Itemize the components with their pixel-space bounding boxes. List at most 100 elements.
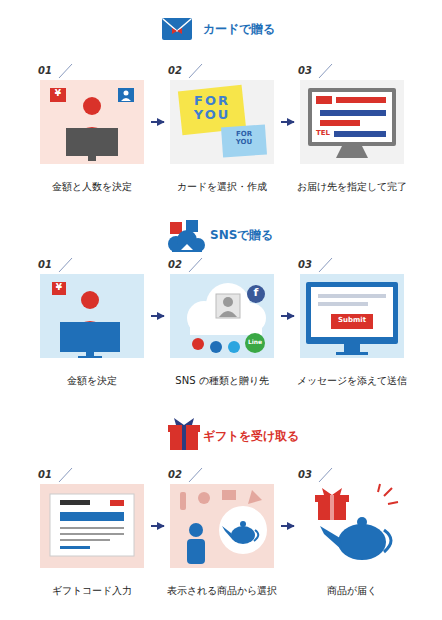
illustration-text: f xyxy=(250,287,262,299)
flow-arrow xyxy=(281,525,294,527)
art-shape xyxy=(240,521,246,527)
section-title: ギフトを受け取る xyxy=(203,430,299,443)
art-shape xyxy=(170,80,274,164)
step-box: 02カードを選択・作成 xyxy=(165,64,279,194)
art-shape xyxy=(40,274,144,358)
art-shape xyxy=(78,356,102,358)
step-caption: 金額を決定 xyxy=(35,374,149,388)
flow-arrow xyxy=(151,121,164,123)
art-shape xyxy=(311,287,393,337)
art-shape xyxy=(300,274,404,358)
art-shape xyxy=(221,125,267,158)
code-panel xyxy=(40,484,144,568)
art-shape xyxy=(50,494,134,556)
illustration-text: Line xyxy=(245,339,265,346)
art-shape xyxy=(182,425,186,450)
art-shape xyxy=(59,258,72,272)
step-caption: SNS の種類と贈り先 xyxy=(165,374,279,388)
step-number: 03 xyxy=(298,468,312,482)
step-box: 02SNS の種類と贈り先 xyxy=(165,258,279,388)
art-shape xyxy=(320,110,386,116)
art-shape xyxy=(60,322,120,352)
art-shape xyxy=(59,64,72,78)
step-box: 03 商品が届く xyxy=(295,468,409,598)
art-shape xyxy=(223,297,233,307)
art-shape xyxy=(222,490,236,500)
art-shape xyxy=(50,88,66,102)
art-shape xyxy=(318,294,386,298)
art-shape xyxy=(336,146,368,158)
art-shape xyxy=(172,28,182,34)
step-caption: ギフトコード入力 xyxy=(35,584,149,598)
step-box: 02 表示される商品から選択 xyxy=(165,468,279,598)
art-shape xyxy=(88,156,96,161)
envelope-icon xyxy=(162,18,192,40)
art-shape xyxy=(162,18,192,40)
art-shape xyxy=(60,533,124,535)
section-title: カードで贈る xyxy=(203,23,275,36)
art-shape xyxy=(331,314,373,329)
delivery-panel xyxy=(315,484,398,560)
art-shape xyxy=(40,80,144,164)
art-shape xyxy=(316,96,332,104)
gift-icon xyxy=(168,418,200,450)
step-caption: メッセージを添えて送信 xyxy=(295,374,409,388)
card-panel xyxy=(170,80,274,164)
flow-arrow xyxy=(151,315,164,317)
art-shape xyxy=(231,526,255,544)
step-caption: お届け先を指定して完了 xyxy=(295,180,409,194)
art-shape xyxy=(322,488,342,495)
illustration-text: Submit xyxy=(331,317,373,325)
art-shape xyxy=(60,539,110,541)
art-shape xyxy=(334,131,386,137)
art-shape xyxy=(336,352,368,355)
art-shape xyxy=(40,484,144,568)
flow-arrow xyxy=(151,525,164,527)
art-shape xyxy=(320,526,342,550)
step-caption: 商品が届く xyxy=(295,584,409,598)
art-shape xyxy=(247,285,265,303)
step-caption: 表示される商品から選択 xyxy=(165,584,279,598)
art-shape xyxy=(172,244,202,252)
art-shape xyxy=(190,318,262,335)
art-shape xyxy=(118,88,134,102)
step-number: 03 xyxy=(298,258,312,272)
art-shape xyxy=(121,98,131,101)
step-number: 02 xyxy=(168,258,182,272)
art-shape xyxy=(59,468,72,482)
art-shape xyxy=(222,526,233,540)
art-shape xyxy=(170,222,182,234)
art-shape xyxy=(189,258,202,272)
amount-panel xyxy=(40,80,144,164)
step-caption: 金額と人数を決定 xyxy=(35,180,149,194)
art-shape xyxy=(245,333,265,353)
art-shape xyxy=(52,282,66,295)
art-shape xyxy=(187,539,205,564)
art-shape xyxy=(219,506,267,554)
art-shape xyxy=(124,91,129,96)
art-shape xyxy=(189,523,203,537)
art-shape xyxy=(308,88,396,146)
section-title: SNSで贈る xyxy=(210,229,273,242)
art-shape xyxy=(189,64,202,78)
art-shape xyxy=(330,495,334,520)
art-shape xyxy=(66,128,118,156)
illustration-text: FOR YOU xyxy=(234,131,254,146)
art-shape xyxy=(378,484,398,504)
art-shape xyxy=(198,492,210,504)
step-number: 02 xyxy=(168,468,182,482)
art-shape xyxy=(219,311,237,317)
art-shape xyxy=(357,517,367,527)
sns-icon xyxy=(168,220,205,252)
step-number: 01 xyxy=(38,468,52,482)
art-shape xyxy=(384,530,391,552)
art-shape xyxy=(319,64,332,78)
art-shape xyxy=(210,341,222,353)
art-shape xyxy=(228,341,240,353)
sns-panel xyxy=(170,274,274,358)
step-box: 03お届け先を指定して完了 xyxy=(295,64,409,194)
art-shape xyxy=(163,19,191,31)
step-number: 02 xyxy=(168,64,182,78)
